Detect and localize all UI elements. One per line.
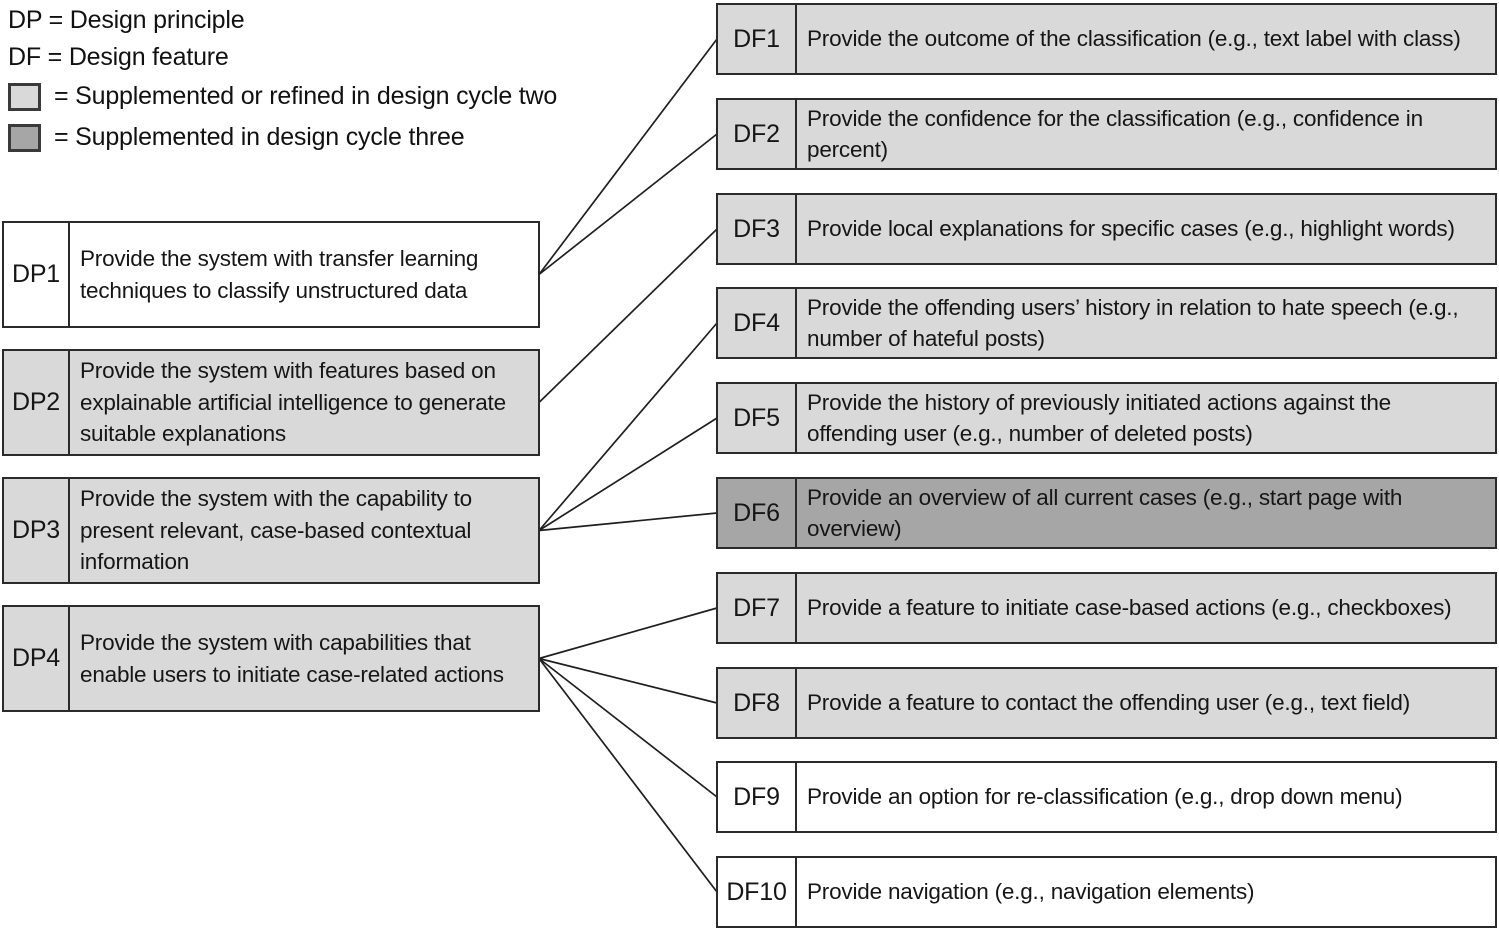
df-description: Provide a feature to contact the offendi… xyxy=(807,690,1411,716)
legend-cycle-three: = Supplemented in design cycle three xyxy=(8,117,557,158)
df-description: Provide local explanations for specific … xyxy=(807,216,1455,242)
connector-dp3-df6 xyxy=(538,512,718,532)
connector-dp3-df5 xyxy=(538,417,718,532)
connector-dp4-df7 xyxy=(538,607,718,660)
dp-id-label: DP2 xyxy=(4,351,70,454)
light-gray-swatch-icon xyxy=(8,82,41,111)
connector-dp2-df3 xyxy=(538,228,718,404)
connector-dp1-df2 xyxy=(538,133,718,276)
legend-cycle-three-text: = Supplemented in design cycle three xyxy=(54,123,465,151)
dp-id-label: DP4 xyxy=(4,607,70,710)
connector-dp3-df4 xyxy=(538,322,718,532)
legend-df-text: DF = Design feature xyxy=(8,43,229,71)
dark-gray-swatch-icon xyxy=(8,123,41,152)
df-id-label: DF4 xyxy=(718,289,797,357)
legend: DP = Design principle DF = Design featur… xyxy=(8,2,557,158)
df-id-label: DF1 xyxy=(718,5,797,73)
df-box-df10: DF10 Provide navigation (e.g., navigation… xyxy=(716,856,1497,928)
df-description: Provide a feature to initiate case-based… xyxy=(807,595,1452,621)
legend-df-abbreviation: DF = Design feature xyxy=(8,39,557,76)
df-box-df9: DF9 Provide an option for re-classificati… xyxy=(716,761,1497,833)
connector-dp1-df1 xyxy=(538,38,718,276)
df-box-df1: DF1 Provide the outcome of the classifica… xyxy=(716,3,1497,75)
df-id-label: DF2 xyxy=(718,100,797,168)
df-id-label: DF6 xyxy=(718,479,797,547)
dp-id-label: DP1 xyxy=(4,223,70,326)
dp-description: Provide the system with features based o… xyxy=(80,358,506,447)
connector-dp4-df10 xyxy=(538,657,718,893)
df-description: Provide navigation (e.g., navigation ele… xyxy=(807,879,1255,905)
df-description: Provide the outcome of the classificatio… xyxy=(807,26,1461,52)
df-id-label: DF3 xyxy=(718,195,797,263)
connector-dp4-df8 xyxy=(538,657,718,704)
legend-dp-text: DP = Design principle xyxy=(8,6,245,34)
df-box-df7: DF7 Provide a feature to initiate case-ba… xyxy=(716,572,1497,644)
legend-dp-abbreviation: DP = Design principle xyxy=(8,2,557,39)
df-description: Provide the offending users’ history in … xyxy=(807,294,1459,352)
dp-description: Provide the system with capabilities tha… xyxy=(80,630,504,687)
df-description: Provide the history of previously initia… xyxy=(807,389,1391,447)
dp-description: Provide the system with transfer learnin… xyxy=(80,246,479,303)
df-id-label: DF10 xyxy=(718,858,797,926)
dp-id-label: DP3 xyxy=(4,479,70,582)
df-description: Provide the confidence for the classific… xyxy=(807,105,1423,163)
df-description: Provide an overview of all current cases… xyxy=(807,484,1403,542)
df-id-label: DF9 xyxy=(718,763,797,831)
df-box-df3: DF3 Provide local explanations for specif… xyxy=(716,193,1497,265)
dp-description: Provide the system with the capability t… xyxy=(80,486,472,575)
connector-dp4-df9 xyxy=(538,657,718,798)
legend-cycle-two-text: = Supplemented or refined in design cycl… xyxy=(54,82,558,110)
df-id-label: DF8 xyxy=(718,669,797,737)
df-box-df8: DF8 Provide a feature to contact the offe… xyxy=(716,667,1497,739)
df-id-label: DF7 xyxy=(718,574,797,642)
df-id-label: DF5 xyxy=(718,384,797,452)
legend-cycle-two: = Supplemented or refined in design cycl… xyxy=(8,76,557,117)
df-description: Provide an option for re-classification … xyxy=(807,784,1403,810)
